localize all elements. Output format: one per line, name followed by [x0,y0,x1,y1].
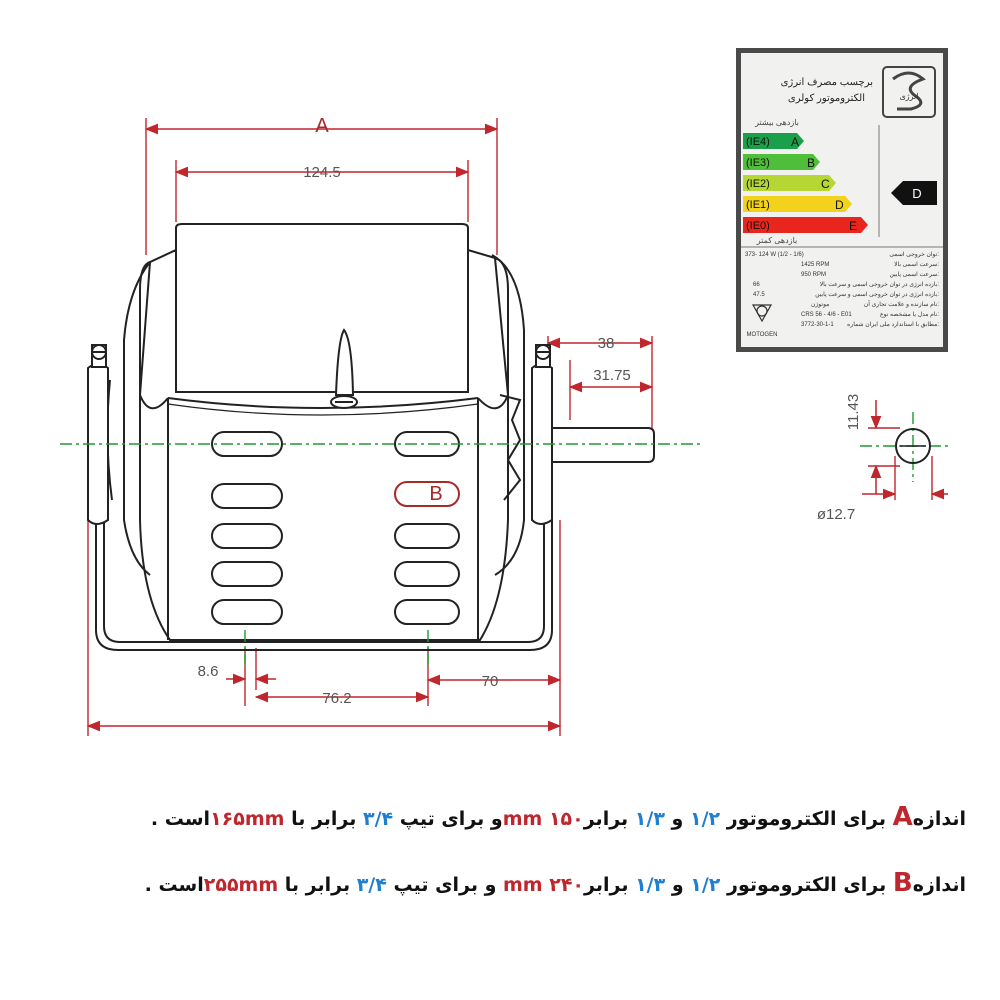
spec-value-1: 1425 RPM [801,262,829,268]
note-line-a: اندازهA برای الکتروموتور ۱/۲ و ۱/۳ برابر… [150,802,966,832]
vent-slots [211,431,460,625]
svg-text:(IE4): (IE4) [746,136,770,148]
svg-text:(IE0): (IE0) [746,220,770,232]
note-letter-a: A [892,802,913,832]
svg-text:D: D [835,198,844,212]
spec-label-2: سرعت اسمی پایین: [889,271,939,278]
dim-124-5: 124.5 [303,164,341,181]
spec-value-5: موتوژن [811,302,829,308]
note-line-b: اندازهB برای الکتروموتور ۱/۲ و ۱/۳ برابر… [144,868,966,898]
spec-label-1: سرعت اسمی بالا: [894,261,939,268]
logo-text: انرژی [900,92,919,101]
shaft-section [895,428,931,464]
label-b: B [429,483,442,505]
center-lines [60,412,950,665]
svg-text:A: A [791,135,799,149]
label-a: A [315,115,329,137]
spec-value-6: CRS 56 - 4/6 - E01 [801,312,852,318]
spec-label-5: نام سازنده و علامت تجاری آن: [864,300,939,308]
dim-12-7: ø12.7 [817,506,855,523]
mounting-base [87,344,655,651]
svg-text:(IE2): (IE2) [746,178,770,190]
dim-31-75: 31.75 [593,367,631,384]
dimension-lines [86,123,948,732]
class-arrow-c: (IE2) C [743,175,836,191]
svg-text:D: D [912,186,921,201]
motor-drawing: A B 124.5 38 31.75 11.43 ø12.7 8.6 76.2 … [60,115,950,736]
class-arrow-a: (IE4) A [743,133,804,149]
dim-70: 70 [482,673,499,690]
bottom-note: بازدهی کمتر [756,236,797,245]
spec-value-4: 47.5 [753,292,765,298]
spec-value-7: 3772-30-1-1 [801,322,834,328]
energy-title-2: الکتروموتور کولری [788,93,865,104]
dim-11-43: 11.43 [845,394,862,430]
spec-label-0: توان خروجی اسمی: [889,251,939,258]
svg-text:(IE1): (IE1) [746,199,770,211]
dim-8-6: 8.6 [198,663,219,680]
spec-label-4: بازده انرژی در توان خروجی اسمی و سرعت پا… [815,291,939,298]
spec-value-0: 373- 124 W (1/2 - 1/6) [745,252,804,258]
motor-body [106,223,525,641]
brand-logo-icon [751,304,773,323]
class-arrow-b: (IE3) B [743,154,820,170]
spec-value-2: 950 RPM [801,272,826,278]
spec-label-6: نام مدل یا مشخصه نوع: [880,311,939,318]
svg-text:E: E [849,219,857,233]
rating-badge: D [891,181,937,205]
note-letter-b: B [892,868,913,898]
svg-text:(IE3): (IE3) [746,157,770,169]
spec-label-3: بازده انرژی در توان خروجی اسمی و سرعت با… [820,281,940,288]
svg-text:B: B [807,156,815,170]
class-arrow-e: (IE0) E [743,217,868,233]
class-arrow-d: (IE1) D [743,196,852,212]
top-note: بازدهی بیشتر [754,118,799,127]
spec-value-3: 66 [753,282,760,288]
dim-38: 38 [598,335,615,352]
svg-text:C: C [821,177,830,191]
energy-label: انرژی برچسب مصرف انرژی الکتروموتور کولری… [736,48,948,352]
energy-title-1: برچسب مصرف انرژی [781,77,873,88]
dim-76-2: 76.2 [322,690,351,707]
spec-label-7: مطابق با استاندارد ملی ایران شماره: [847,321,939,328]
energy-logo-icon [882,66,936,118]
brand-name: MOTOGEN [747,332,778,338]
